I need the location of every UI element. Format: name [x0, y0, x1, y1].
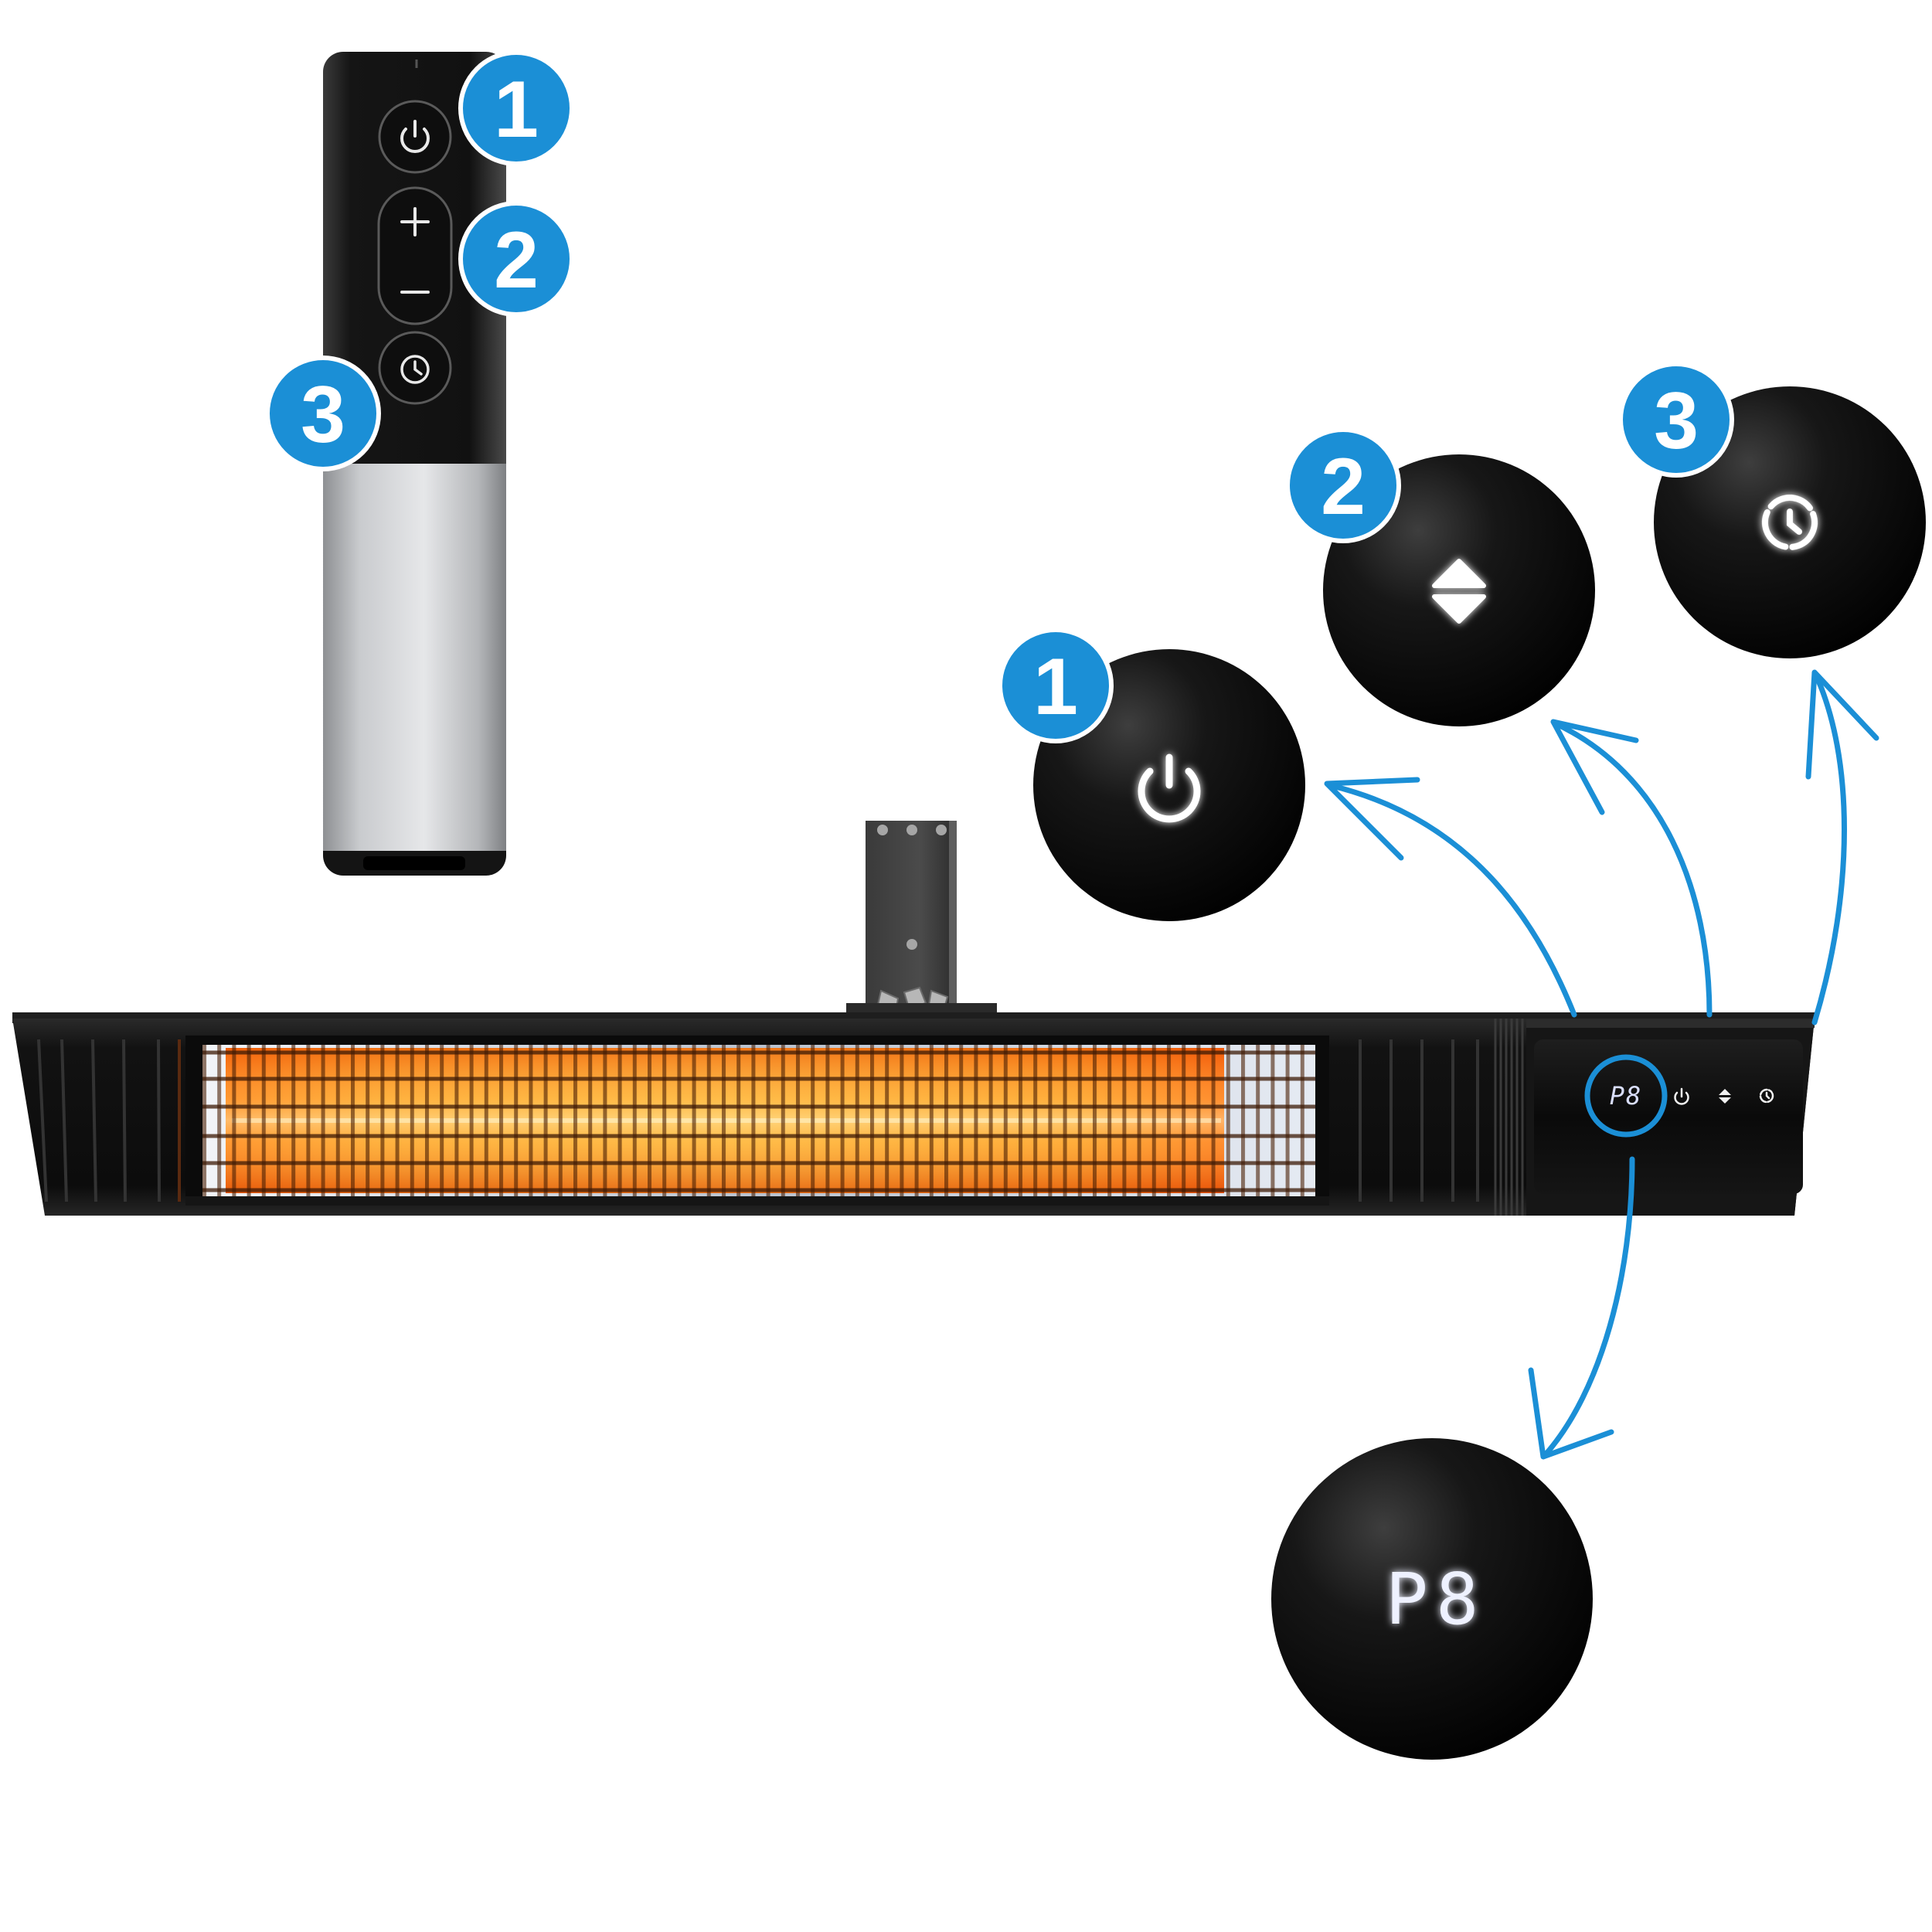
mounting-bracket [846, 821, 997, 1014]
power-icon [1674, 1087, 1689, 1105]
bracket-screw [906, 825, 917, 835]
clock-icon [400, 355, 430, 384]
timer-icon [1762, 495, 1818, 550]
display-highlight-ring [1584, 1054, 1668, 1138]
plus-icon [400, 207, 430, 236]
bracket-screw [906, 939, 917, 950]
badge-number: 3 [301, 370, 345, 460]
badge-number: 3 [1654, 376, 1699, 466]
left-end-louvres [37, 1039, 181, 1202]
arrow-to-display [1528, 1156, 1635, 1460]
control-panel-face [1534, 1039, 1803, 1194]
remote-timer-button [378, 331, 452, 405]
remote-badge-3: 3 [265, 355, 381, 471]
badge-number: 2 [1321, 442, 1366, 532]
power-icon [1138, 753, 1201, 823]
arrow-to-power [1324, 777, 1577, 1018]
badge-number: 2 [494, 216, 539, 305]
remote-silver-body [323, 464, 506, 852]
bracket-base-plate [846, 1003, 997, 1014]
arrow-to-timer [1805, 669, 1879, 1026]
remote-control [323, 52, 506, 876]
bracket-screw [877, 825, 888, 835]
timer-icon [1759, 1088, 1774, 1104]
remote-badge-1: 1 [458, 50, 574, 166]
control-panel: P8 [1526, 1019, 1815, 1216]
callout-badge-2: 2 [1285, 427, 1401, 543]
zoom-led-display-text: P8 [1386, 1558, 1487, 1641]
right-louvres [1359, 1039, 1479, 1202]
patio-heater: P8 [12, 1012, 1815, 1216]
zoom-led-display: P8 [1271, 1438, 1593, 1760]
panel-led-display: P8 [1610, 1081, 1643, 1111]
remote-plus-minus-rocker [377, 186, 453, 325]
badge-number: 1 [494, 65, 539, 155]
callout-badge-1: 1 [998, 628, 1114, 743]
up-down-icon [1432, 559, 1486, 624]
arrow-to-up-down [1550, 719, 1713, 1018]
callout-arrows [1324, 669, 1879, 1460]
ribbed-joint [1494, 1019, 1524, 1216]
power-icon [400, 120, 430, 154]
remote-badge-2: 2 [458, 201, 574, 317]
badge-number: 1 [1033, 642, 1078, 732]
callout-badge-3: 3 [1618, 362, 1734, 478]
remote-power-button [378, 100, 452, 174]
heating-element-window [185, 1036, 1329, 1206]
zoom-up-down-button [1323, 454, 1595, 726]
bracket-screw [936, 825, 947, 835]
up-down-icon [1719, 1089, 1731, 1104]
